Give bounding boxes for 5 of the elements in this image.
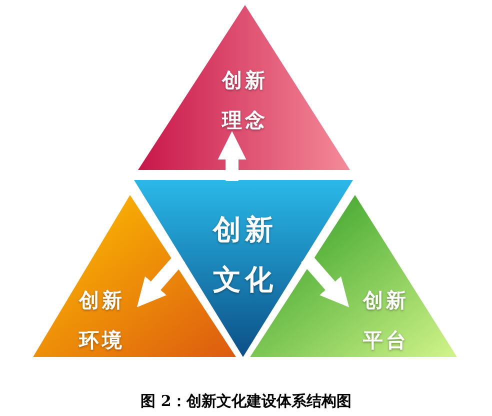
figure-caption: 图 2：创新文化建设体系结构图 [140, 392, 352, 411]
node-text: 创新环境 [78, 287, 126, 354]
node-text: 创新平台 [362, 287, 410, 354]
node-text: 创新理念 [220, 67, 269, 134]
node-text: 创新文化 [212, 212, 278, 298]
